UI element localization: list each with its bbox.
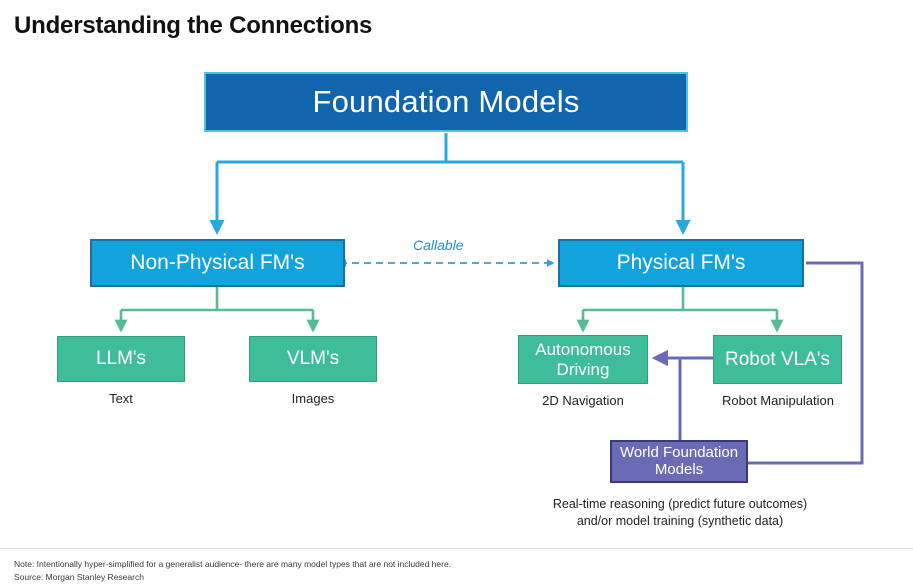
node-non-physical-fm-label: Non-Physical FM's [130, 251, 305, 275]
node-vlm[interactable]: VLM's [249, 336, 377, 382]
footnote-note: Note: Intentionally hyper-simplified for… [14, 559, 452, 569]
node-physical-fm-label: Physical FM's [616, 251, 746, 275]
node-foundation-models-label: Foundation Models [312, 83, 580, 119]
node-non-physical-fm[interactable]: Non-Physical FM's [90, 239, 345, 287]
caption-robot-vla: Robot Manipulation [721, 393, 835, 408]
node-vlm-label: VLM's [286, 348, 340, 370]
page-title: Understanding the Connections [14, 12, 373, 39]
footnote-divider [0, 548, 913, 549]
node-autonomous-driving[interactable]: Autonomous Driving [518, 335, 648, 384]
connector-wfm-to-physical [748, 261, 864, 465]
node-autonomous-driving-label-line2: Driving [556, 359, 610, 379]
edge-label-callable: Callable [413, 237, 464, 253]
node-autonomous-driving-label-line1: Autonomous [535, 340, 631, 360]
caption-llm: Text [109, 391, 133, 406]
caption-autonomous-driving: 2D Navigation [542, 393, 624, 408]
node-llm-label: LLM's [95, 348, 147, 370]
node-llm[interactable]: LLM's [57, 336, 185, 382]
node-world-foundation-models[interactable]: World Foundation Models [610, 440, 748, 483]
node-world-foundation-models-label-line2: Models [654, 460, 704, 478]
node-robot-vla[interactable]: Robot VLA's [713, 335, 842, 384]
footnote-source: Source: Morgan Stanley Research [14, 571, 144, 582]
node-physical-fm[interactable]: Physical FM's [558, 239, 804, 287]
caption-vlm: Images [291, 391, 335, 406]
footnote: Note: Intentionally hyper-simplified for… [14, 558, 451, 584]
caption-world-foundation-models-line1: Real-time reasoning (predict future outc… [552, 497, 808, 511]
caption-world-foundation-models-line2: and/or model training (synthetic data) [576, 513, 784, 528]
node-robot-vla-label: Robot VLA's [724, 348, 831, 370]
node-foundation-models[interactable]: Foundation Models [204, 72, 688, 132]
node-world-foundation-models-label-line1: World Foundation [619, 443, 739, 461]
caption-world-foundation-models: Real-time reasoning (predict future outc… [528, 496, 832, 530]
